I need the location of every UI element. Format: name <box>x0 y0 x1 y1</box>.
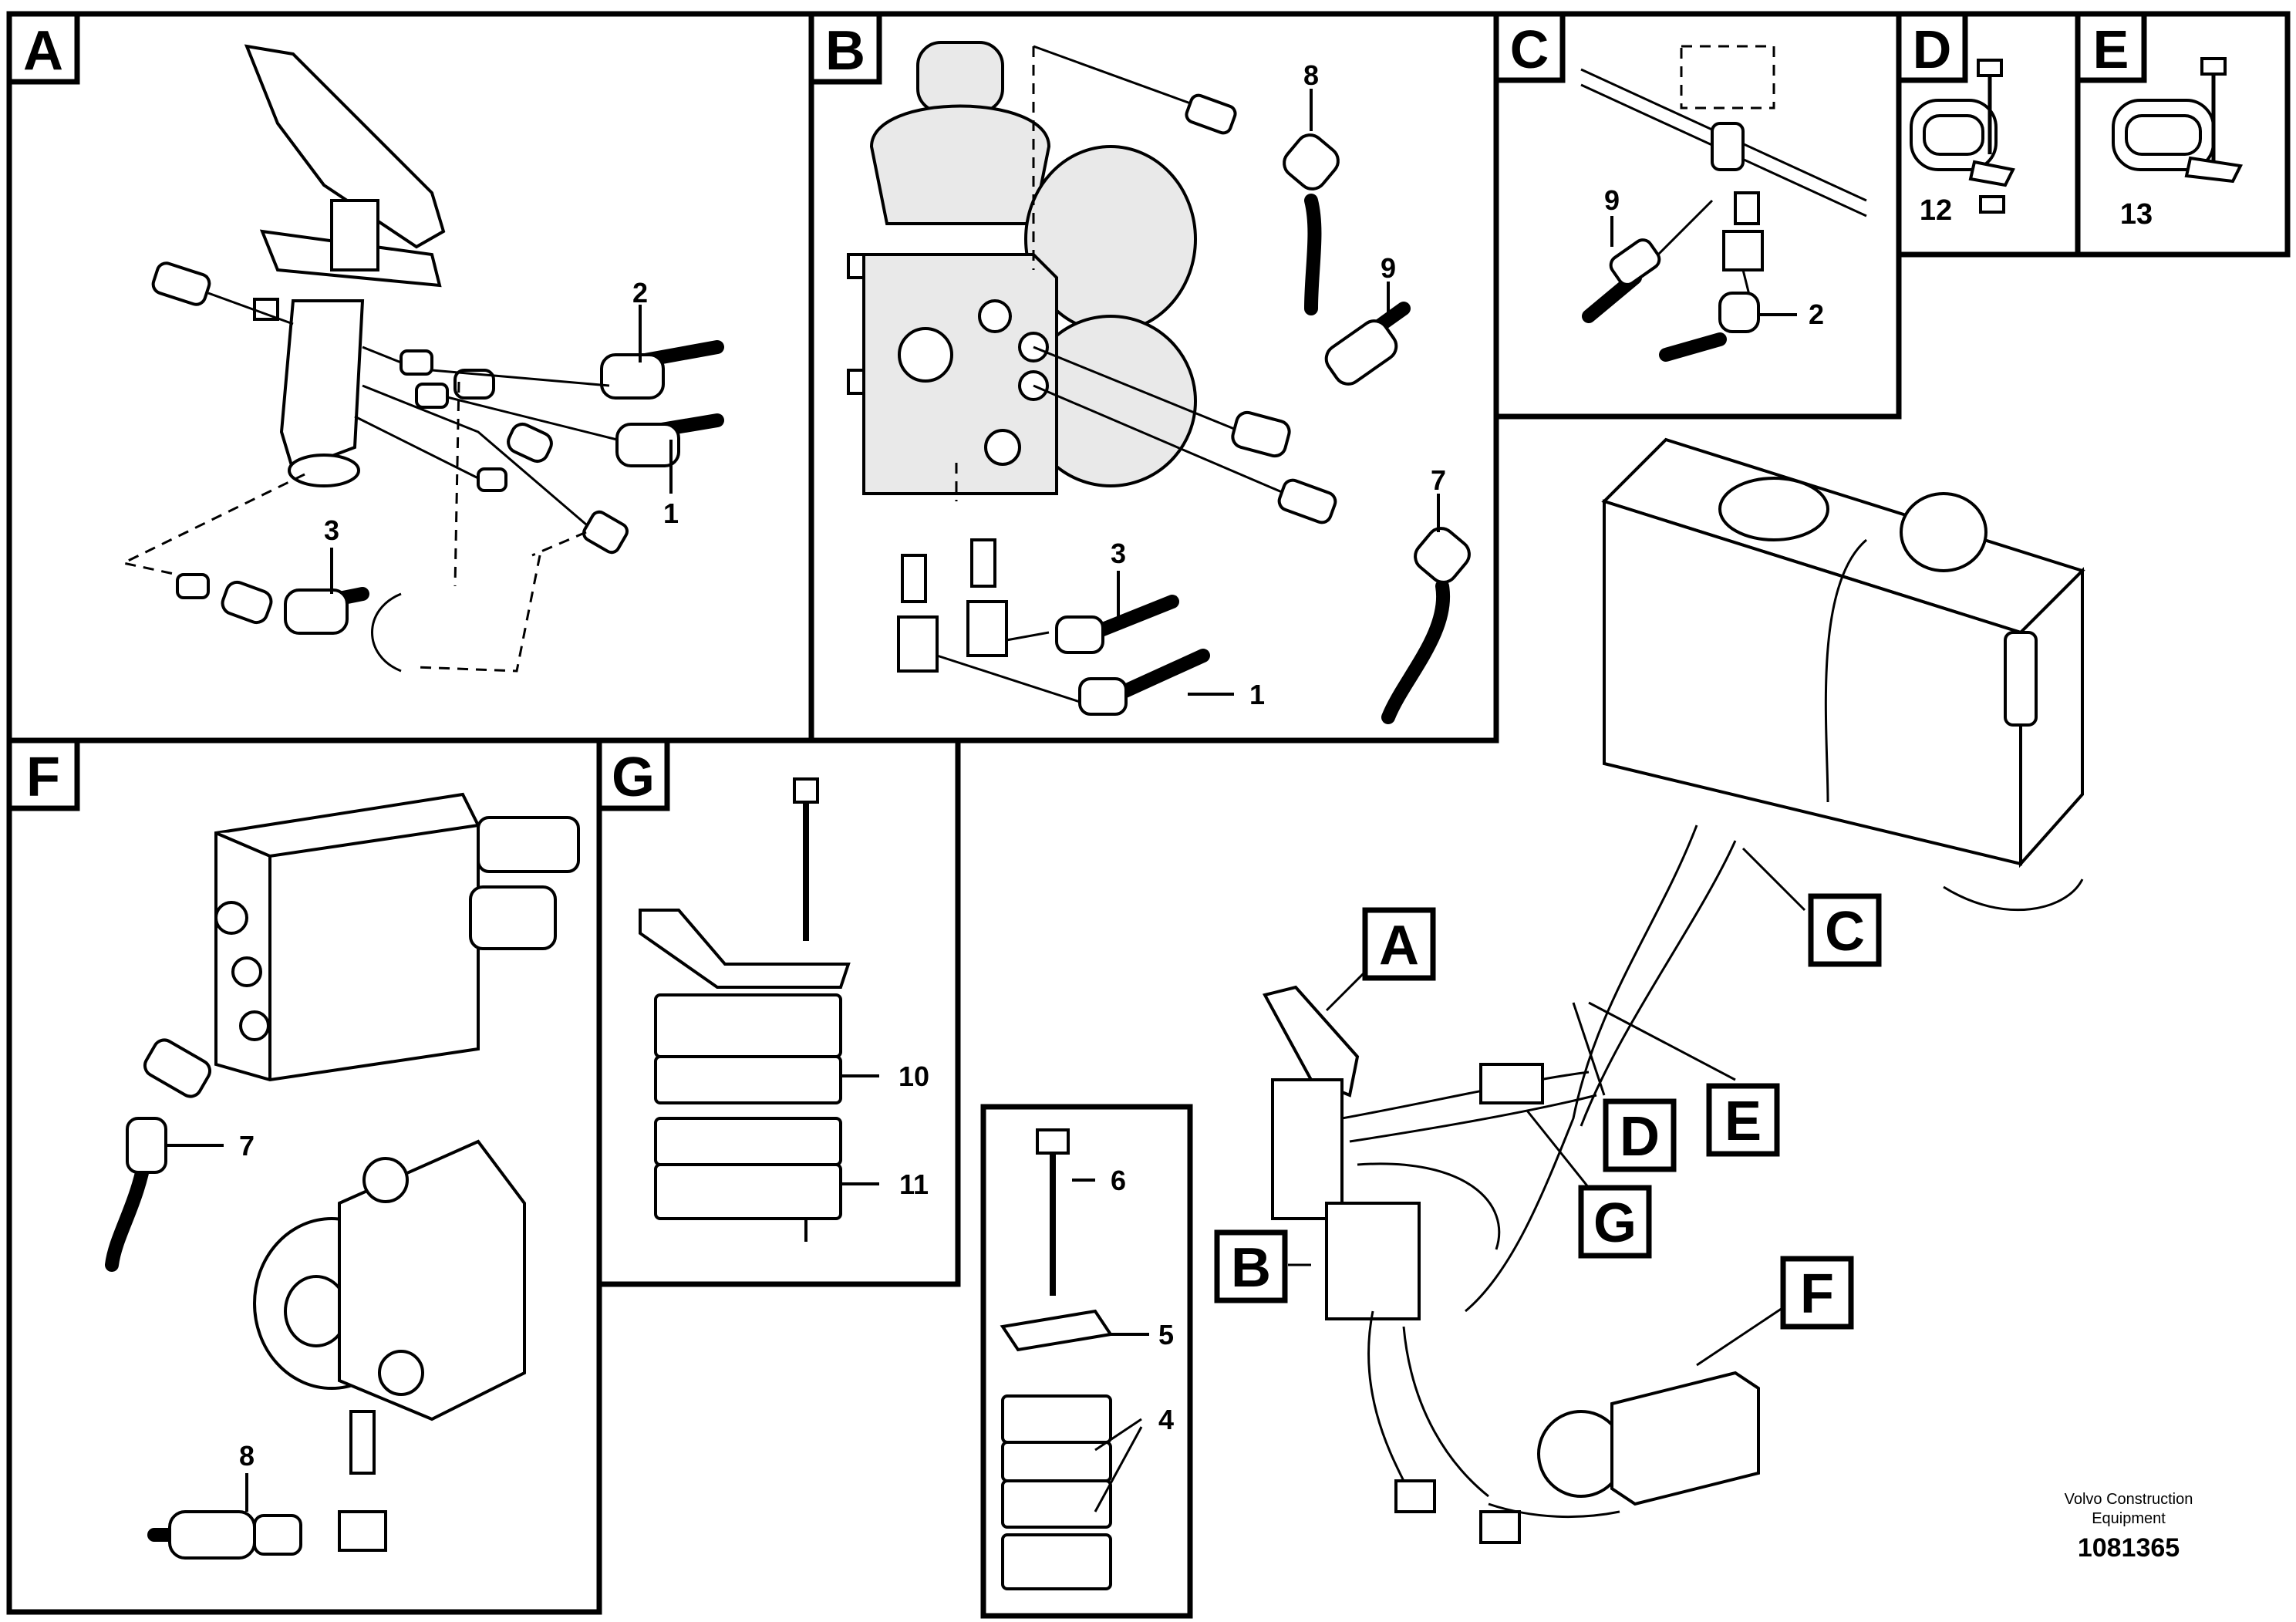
panel-g-letter: G <box>612 747 655 808</box>
clamp-half-lower-g <box>654 1117 842 1166</box>
footer-brand: Volvo Construction Equipment 1081365 <box>2065 1491 2193 1563</box>
accumulator-cap <box>916 41 1004 113</box>
panel-b: B <box>808 11 1499 744</box>
brand-line-1: Volvo Construction <box>2065 1491 2193 1508</box>
clamp-callout-5: 5 <box>1158 1319 1174 1351</box>
mounting-bracket <box>639 909 851 989</box>
panel-f-callout-8: 8 <box>239 1440 255 1472</box>
overview-tag-d: D <box>1603 1098 1677 1172</box>
overview-assembly <box>1263 437 2085 1544</box>
overview-tag-f: F <box>1780 1256 1854 1330</box>
panel-e-callout-13: 13 <box>2120 198 2153 231</box>
panel-c-callout-9: 9 <box>1604 184 1620 216</box>
panel-b-callout-8: 8 <box>1303 59 1319 91</box>
panel-b-letter: B <box>825 20 865 82</box>
panel-c-callout-2: 2 <box>1809 298 1824 330</box>
clamp-callout-4: 4 <box>1158 1404 1174 1435</box>
overview-tag-b: B <box>1214 1229 1288 1303</box>
panel-b-callout-3: 3 <box>1111 538 1126 569</box>
sight-glass <box>2004 631 2038 727</box>
panel-f: F 7 8 <box>6 737 602 1615</box>
overview-pedal <box>1263 985 1360 1098</box>
panel-d-letter-box <box>1896 11 1968 83</box>
svg-text:D: D <box>1620 1106 1660 1168</box>
overview-tag-e: E <box>1706 1083 1780 1157</box>
panel-g-letter-box <box>596 737 670 811</box>
overview-tag-c: C <box>1808 893 1882 967</box>
panel-c: C 9 2 <box>1493 11 1902 420</box>
panel-e-letter: E <box>2093 19 2129 79</box>
panel-a-letter-box <box>6 11 80 85</box>
panel-b-callout-7: 7 <box>1431 464 1446 496</box>
clamp-callout-6: 6 <box>1111 1165 1126 1196</box>
pedal-valve-body <box>279 299 365 473</box>
brand-line-2: Equipment <box>2092 1510 2166 1527</box>
control-valve-block <box>214 792 480 1082</box>
panel-b-callout-9: 9 <box>1381 252 1396 284</box>
overview-control-valve <box>1610 1371 1760 1506</box>
panel-d-callout-12: 12 <box>1920 194 1952 227</box>
valve-fittings <box>151 261 629 625</box>
svg-text:C: C <box>1825 901 1865 963</box>
panel-a: A <box>6 11 814 744</box>
panel-c-letter: C <box>1510 19 1549 79</box>
drawing-number: 1081365 <box>2078 1533 2180 1563</box>
hose-ends-a <box>284 340 724 635</box>
panel-d-letter: D <box>1913 19 1952 79</box>
panel-e: E 13 <box>2075 11 2291 258</box>
panel-a-callout-3: 3 <box>324 514 339 546</box>
panel-clamp-stack: 6 5 4 <box>980 1104 1193 1619</box>
clamp-half-upper-g <box>654 993 842 1058</box>
panel-f-callout-7: 7 <box>239 1130 255 1162</box>
panel-f-letter: F <box>26 747 60 808</box>
overview-tag-g: G <box>1578 1185 1652 1259</box>
tank-breather <box>1900 492 1988 572</box>
panel-b-callout-1: 1 <box>1249 679 1265 710</box>
svg-text:G: G <box>1593 1192 1637 1254</box>
svg-text:B: B <box>1231 1237 1271 1299</box>
overview-valve-block <box>1325 1202 1421 1320</box>
panel-a-letter: A <box>23 20 63 82</box>
pedal-plate <box>244 44 446 249</box>
panel-g-callout-10: 10 <box>899 1061 929 1092</box>
svg-text:A: A <box>1379 915 1419 976</box>
panel-a-callout-2: 2 <box>632 277 648 309</box>
panel-f-letter-box <box>6 737 80 811</box>
panel-c-letter-box <box>1493 11 1566 83</box>
svg-text:F: F <box>1800 1263 1834 1325</box>
accumulator-dome <box>869 104 1051 225</box>
svg-text:E: E <box>1725 1091 1762 1152</box>
panel-b-letter-box <box>808 11 882 85</box>
panel-d: D 12 <box>1896 11 2081 258</box>
panel-e-letter-box <box>2075 11 2147 83</box>
panel-a-callout-1: 1 <box>663 497 679 529</box>
panel-g: G 10 11 <box>596 737 961 1287</box>
tank-filler-cap <box>1718 477 1829 541</box>
overview-tag-a: A <box>1362 907 1436 981</box>
panel-g-callout-11: 11 <box>899 1168 929 1200</box>
